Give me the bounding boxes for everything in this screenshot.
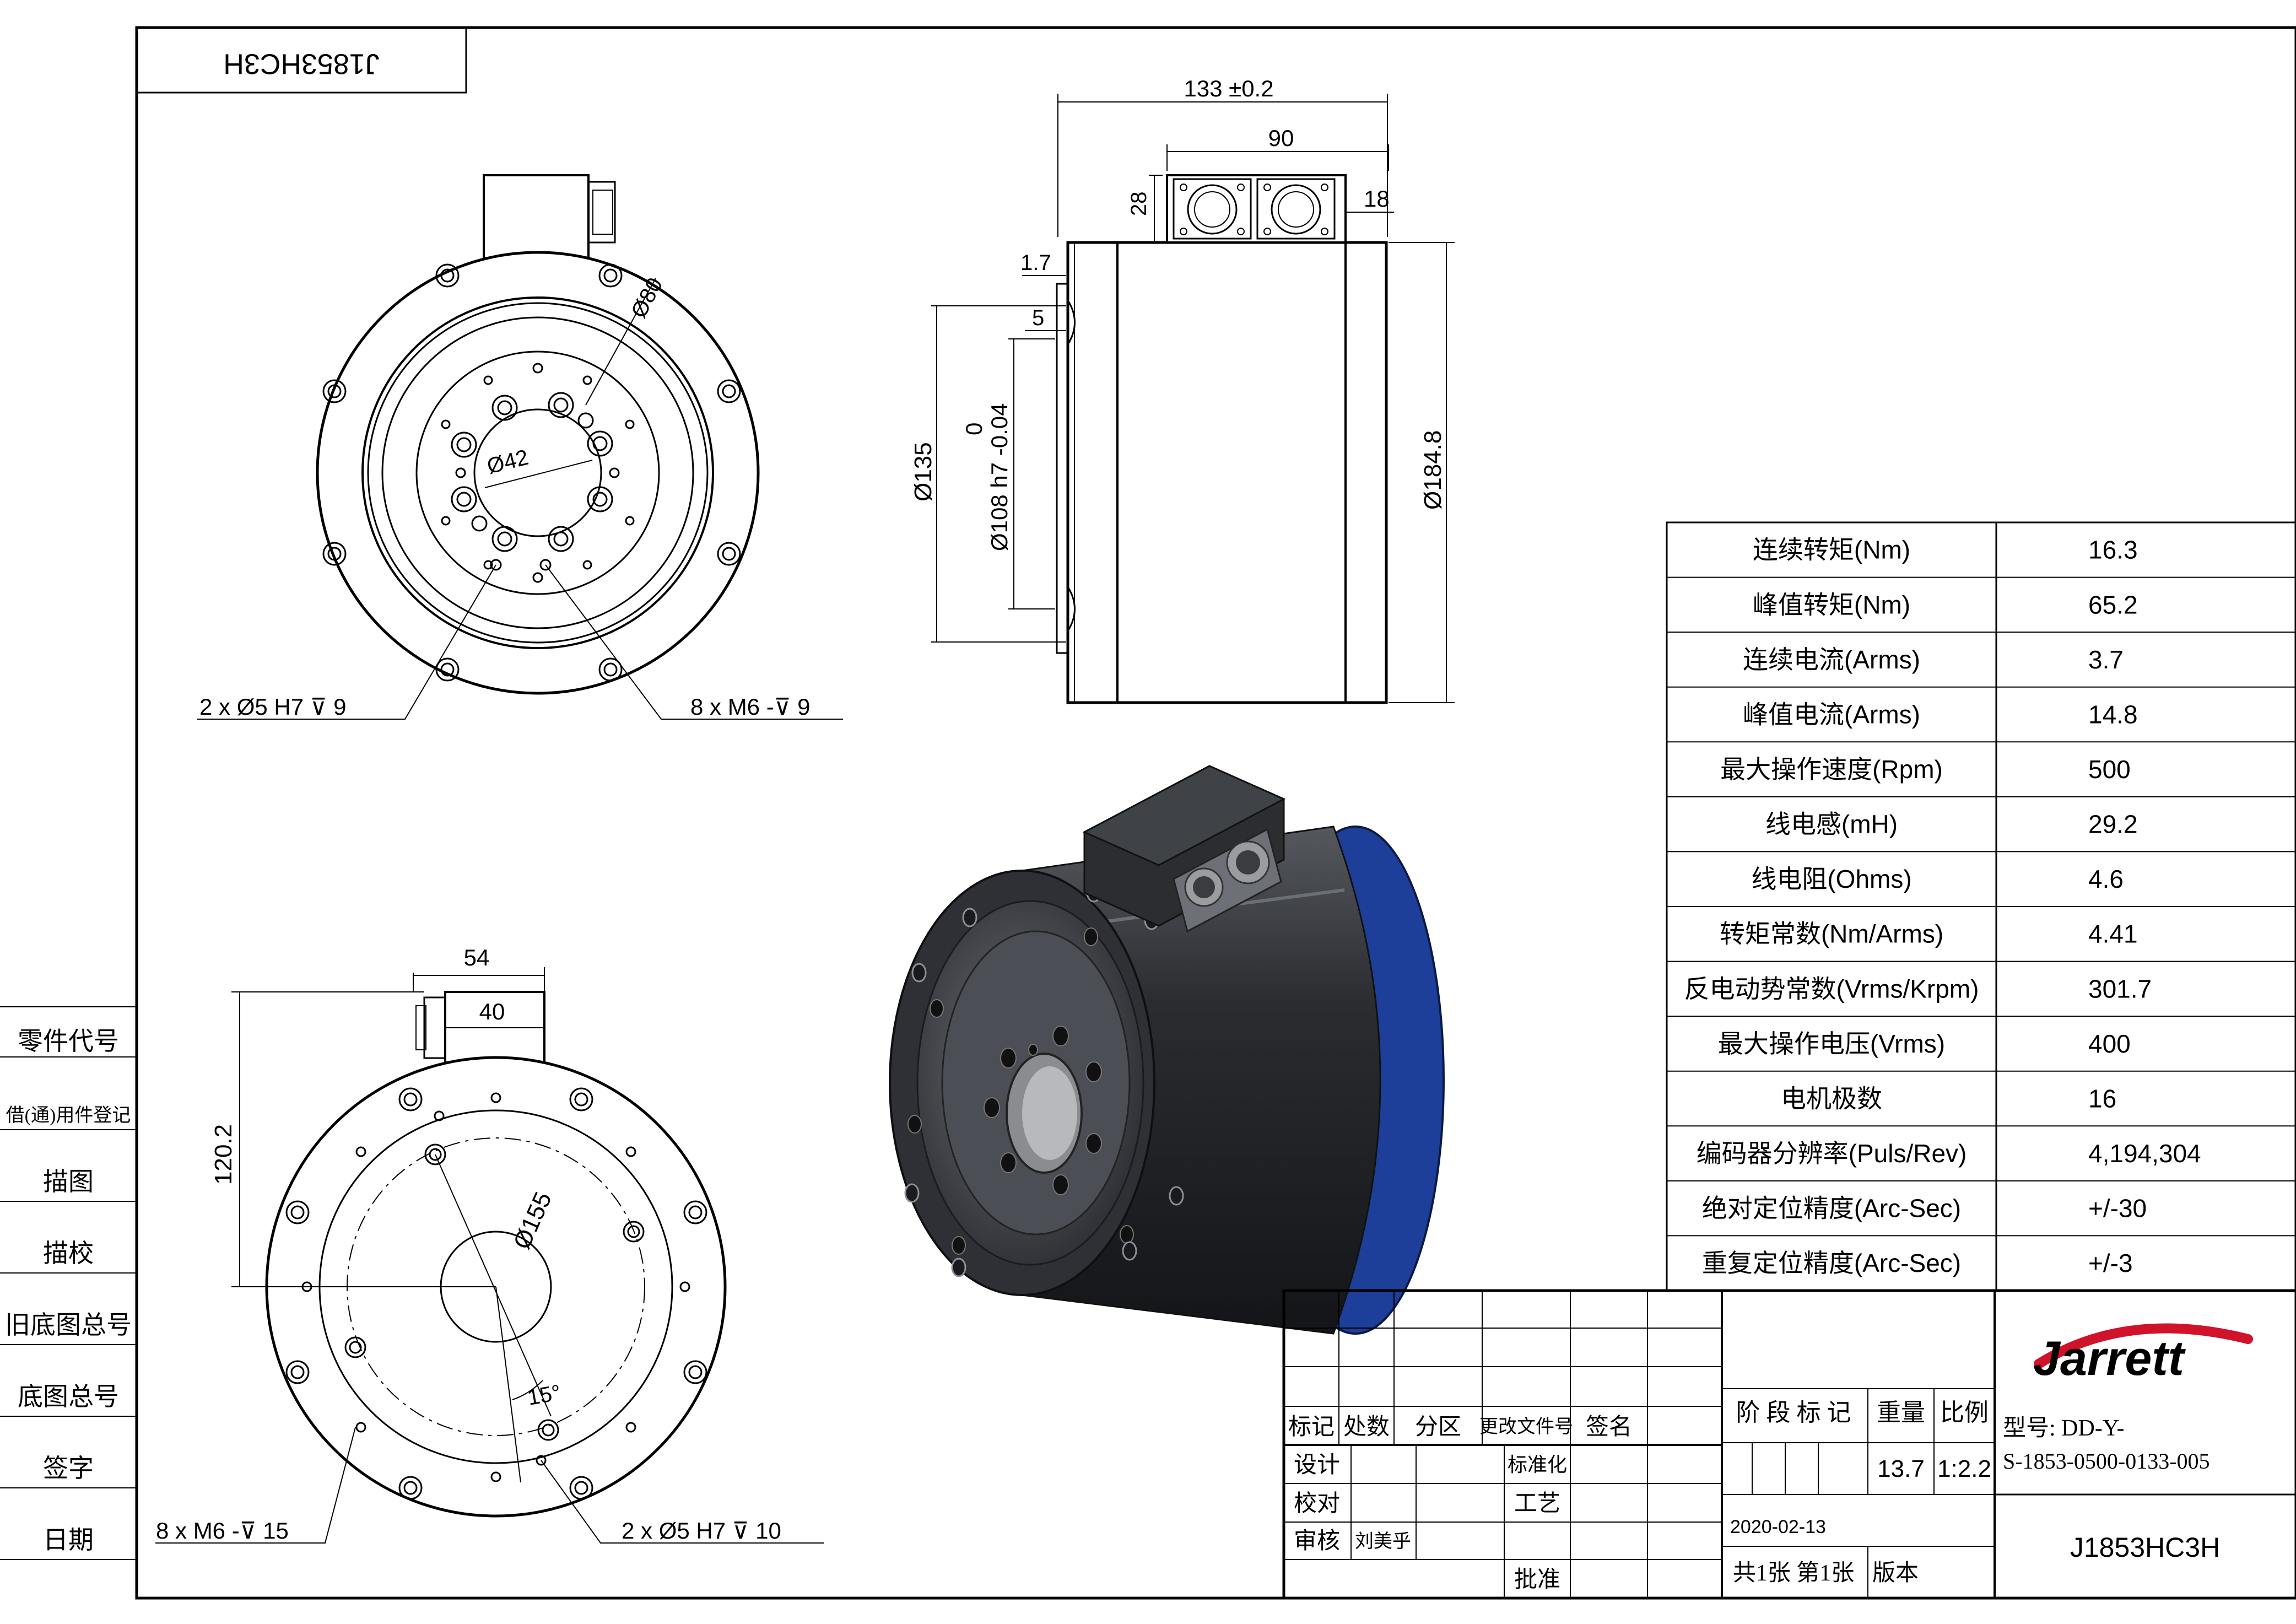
rear-view-dims: [155, 967, 824, 1544]
tb-scale-value: 1:2.2: [1937, 1455, 1991, 1482]
dim-phi184: Ø184.8: [1419, 430, 1446, 510]
tb-header-signature: 签名: [1586, 1415, 1632, 1440]
motor-3d-render: [889, 765, 1445, 1335]
spec-value: +/-30: [2088, 1194, 2147, 1223]
spec-name: 重复定位精度(Arc-Sec): [1702, 1249, 1961, 1277]
spec-name: 反电动势常数(Vrms/Krpm): [1684, 974, 1979, 1003]
side-view-dims: [931, 94, 1455, 703]
dim-5: 5: [1032, 306, 1044, 330]
margin-label-part-code: 零件代号: [18, 1027, 119, 1055]
spec-value: 16.3: [2088, 536, 2138, 564]
rear-callout-right: 2 x Ø5 H7 ⊽ 10: [622, 1518, 781, 1544]
front-callout-left: 2 x Ø5 H7 ⊽ 9: [199, 694, 347, 720]
tb-approve: 批准: [1514, 1567, 1560, 1593]
spec-name: 电机极数: [1781, 1084, 1882, 1113]
margin-label-date: 日期: [43, 1526, 94, 1554]
front-callout-right: 8 x M6 -⊽ 9: [690, 694, 810, 720]
front-view-bolts: [322, 263, 741, 682]
spec-name: 连续转矩(Nm): [1753, 536, 1910, 564]
tb-design: 设计: [1294, 1453, 1340, 1478]
margin-label-trace: 描图: [43, 1168, 94, 1196]
spec-value: 400: [2088, 1029, 2131, 1058]
tb-standardize: 标准化: [1508, 1454, 1567, 1476]
tb-reviewer: 刘美乎: [1355, 1531, 1411, 1552]
spec-value: +/-3: [2088, 1249, 2133, 1277]
rear-view-bolts: [285, 1087, 707, 1500]
tb-model-line2: S-1853-0500-0133-005: [2003, 1449, 2210, 1474]
dim-133: 133 ±0.2: [1184, 75, 1273, 101]
tb-header-change-doc: 更改文件号: [1479, 1416, 1573, 1437]
rotated-drawing-number: J1853HC3H: [223, 47, 379, 79]
spec-name: 绝对定位精度(Arc-Sec): [1702, 1194, 1961, 1223]
spec-name: 峰值电流(Arms): [1743, 700, 1920, 729]
spec-name: 转矩常数(Nm/Arms): [1720, 920, 1943, 948]
margin-label-trace-check: 描校: [43, 1239, 94, 1267]
spec-name: 连续电流(Arms): [1743, 645, 1920, 674]
tb-review: 审核: [1294, 1528, 1340, 1554]
tb-drawing-number: J1853HC3H: [2070, 1532, 2220, 1563]
tb-sheets: 共1张 第1张: [1733, 1561, 1855, 1586]
dim-phi108: Ø108 h7 -0.04: [986, 403, 1012, 551]
margin-label-borrowed: 借(通)用件登记: [6, 1105, 131, 1126]
left-margin-labels: 零件代号 借(通)用件登记 描图 描校 旧底图总号 底图总号 签字 日期: [0, 1027, 137, 1560]
dim-90: 90: [1268, 125, 1294, 151]
margin-label-sign: 签字: [43, 1454, 94, 1482]
dim-phi135: Ø135: [910, 442, 937, 501]
front-view: [316, 174, 760, 695]
rear-view: [265, 991, 727, 1518]
spec-value: 16: [2088, 1084, 2116, 1113]
tb-weight-label: 重量: [1877, 1399, 1925, 1426]
dim-18: 18: [1364, 186, 1390, 212]
jarrett-logo: Jarrett: [2033, 1323, 2253, 1385]
spec-value: 14.8: [2088, 700, 2138, 729]
spec-value: 4,194,304: [2088, 1139, 2201, 1168]
spec-value: 29.2: [2088, 810, 2138, 839]
spec-name: 线电阻(Ohms): [1751, 865, 1911, 893]
tb-date: 2020-02-13: [1730, 1517, 1826, 1537]
tb-model-line1: 型号: DD-Y-: [2003, 1416, 2124, 1441]
dim-28: 28: [1127, 192, 1151, 217]
title-block: [1282, 1289, 2296, 1600]
side-view: [1056, 174, 1388, 704]
spec-name: 线电感(mH): [1765, 810, 1898, 839]
tb-process: 工艺: [1514, 1491, 1560, 1517]
spec-value: 301.7: [2088, 974, 2152, 1003]
tb-scale-label: 比例: [1940, 1399, 1989, 1426]
tb-stage-mark: 阶 段 标 记: [1736, 1399, 1851, 1426]
tb-weight-value: 13.7: [1877, 1455, 1925, 1482]
spec-table-rows: 连续转矩(Nm) 16.3 峰值转矩(Nm) 65.2 连续电流(Arms) 3.7 峰值电…: [1667, 536, 2296, 1277]
rear-callout-left: 8 x M6 -⊽ 15: [156, 1518, 289, 1544]
rotated-title-box: [136, 26, 467, 94]
tb-header-zone: 分区: [1415, 1415, 1461, 1440]
spec-name: 编码器分辨率(Puls/Rev): [1697, 1139, 1967, 1168]
spec-name: 峰值转矩(Nm): [1753, 590, 1910, 619]
jarrett-logo-text: Jarrett: [2033, 1331, 2186, 1385]
drawing-border: [135, 26, 2296, 1600]
spec-name: 最大操作速度(Rpm): [1720, 755, 1943, 784]
spec-value: 4.41: [2088, 920, 2138, 948]
dim-54: 54: [464, 945, 490, 970]
dim-tol-zero: 0: [961, 423, 987, 435]
dim-40: 40: [479, 999, 505, 1024]
front-view-dims: Ø80 Ø42 2 x Ø5 H7 ⊽ 9 8 x M6 -⊽ 9: [197, 274, 843, 720]
dim-15deg: 15°: [526, 1380, 563, 1410]
tb-check: 校对: [1294, 1491, 1340, 1517]
tb-version: 版本: [1872, 1561, 1919, 1586]
spec-value: 3.7: [2088, 645, 2124, 674]
spec-value: 500: [2088, 755, 2131, 784]
margin-label-base: 底图总号: [18, 1383, 119, 1411]
spec-value: 65.2: [2088, 590, 2138, 619]
dim-1-7: 1.7: [1020, 251, 1051, 275]
tb-header-count: 处数: [1343, 1415, 1390, 1440]
tb-header-mark: 标记: [1288, 1415, 1335, 1440]
margin-label-old-base: 旧底图总号: [5, 1311, 132, 1339]
spec-value: 4.6: [2088, 865, 2124, 893]
dim-120: 120.2: [210, 1124, 237, 1185]
spec-name: 最大操作电压(Vrms): [1718, 1029, 1945, 1058]
